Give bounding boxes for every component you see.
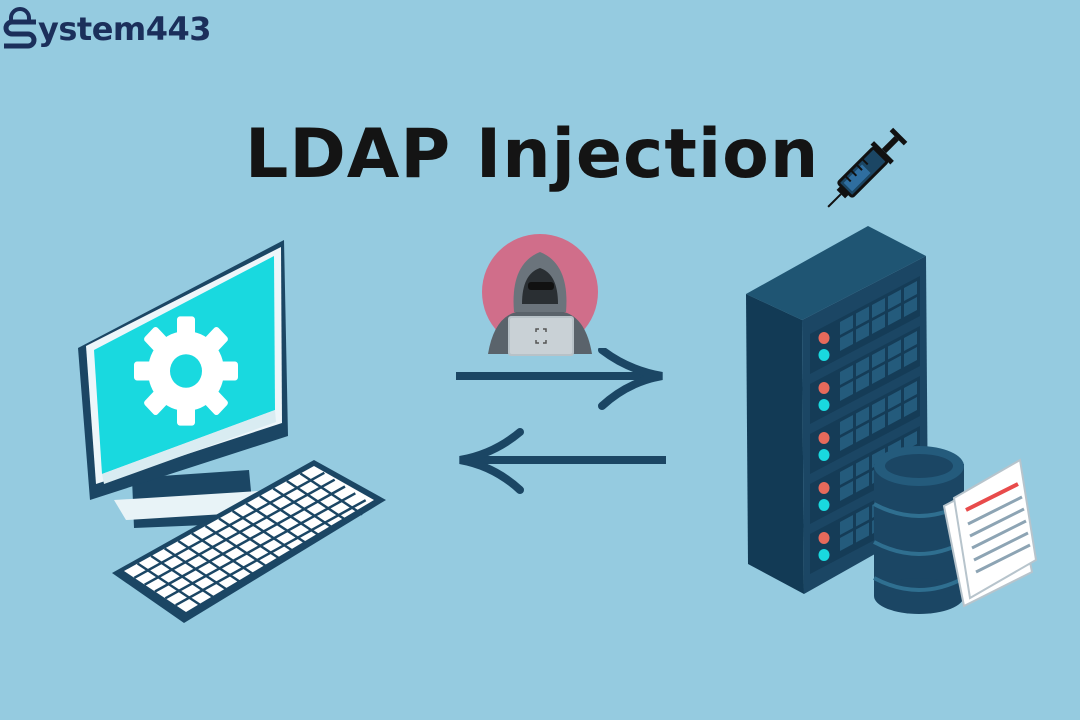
database-icon	[873, 446, 965, 614]
document-icon	[942, 458, 1038, 608]
keyboard-icon	[112, 460, 386, 623]
hooded-hacker-icon	[482, 234, 598, 356]
desktop-computer-icon	[78, 240, 386, 623]
brand-name: ystem443	[38, 10, 212, 48]
request-arrow-icon	[456, 348, 663, 410]
response-arrow-icon	[459, 428, 666, 494]
gear-icon	[134, 316, 238, 426]
padlock-s-icon	[3, 7, 37, 49]
brand-logo: ystem443	[0, 6, 212, 52]
syringe-icon	[827, 127, 908, 208]
page-title: LDAP Injection	[245, 115, 820, 194]
